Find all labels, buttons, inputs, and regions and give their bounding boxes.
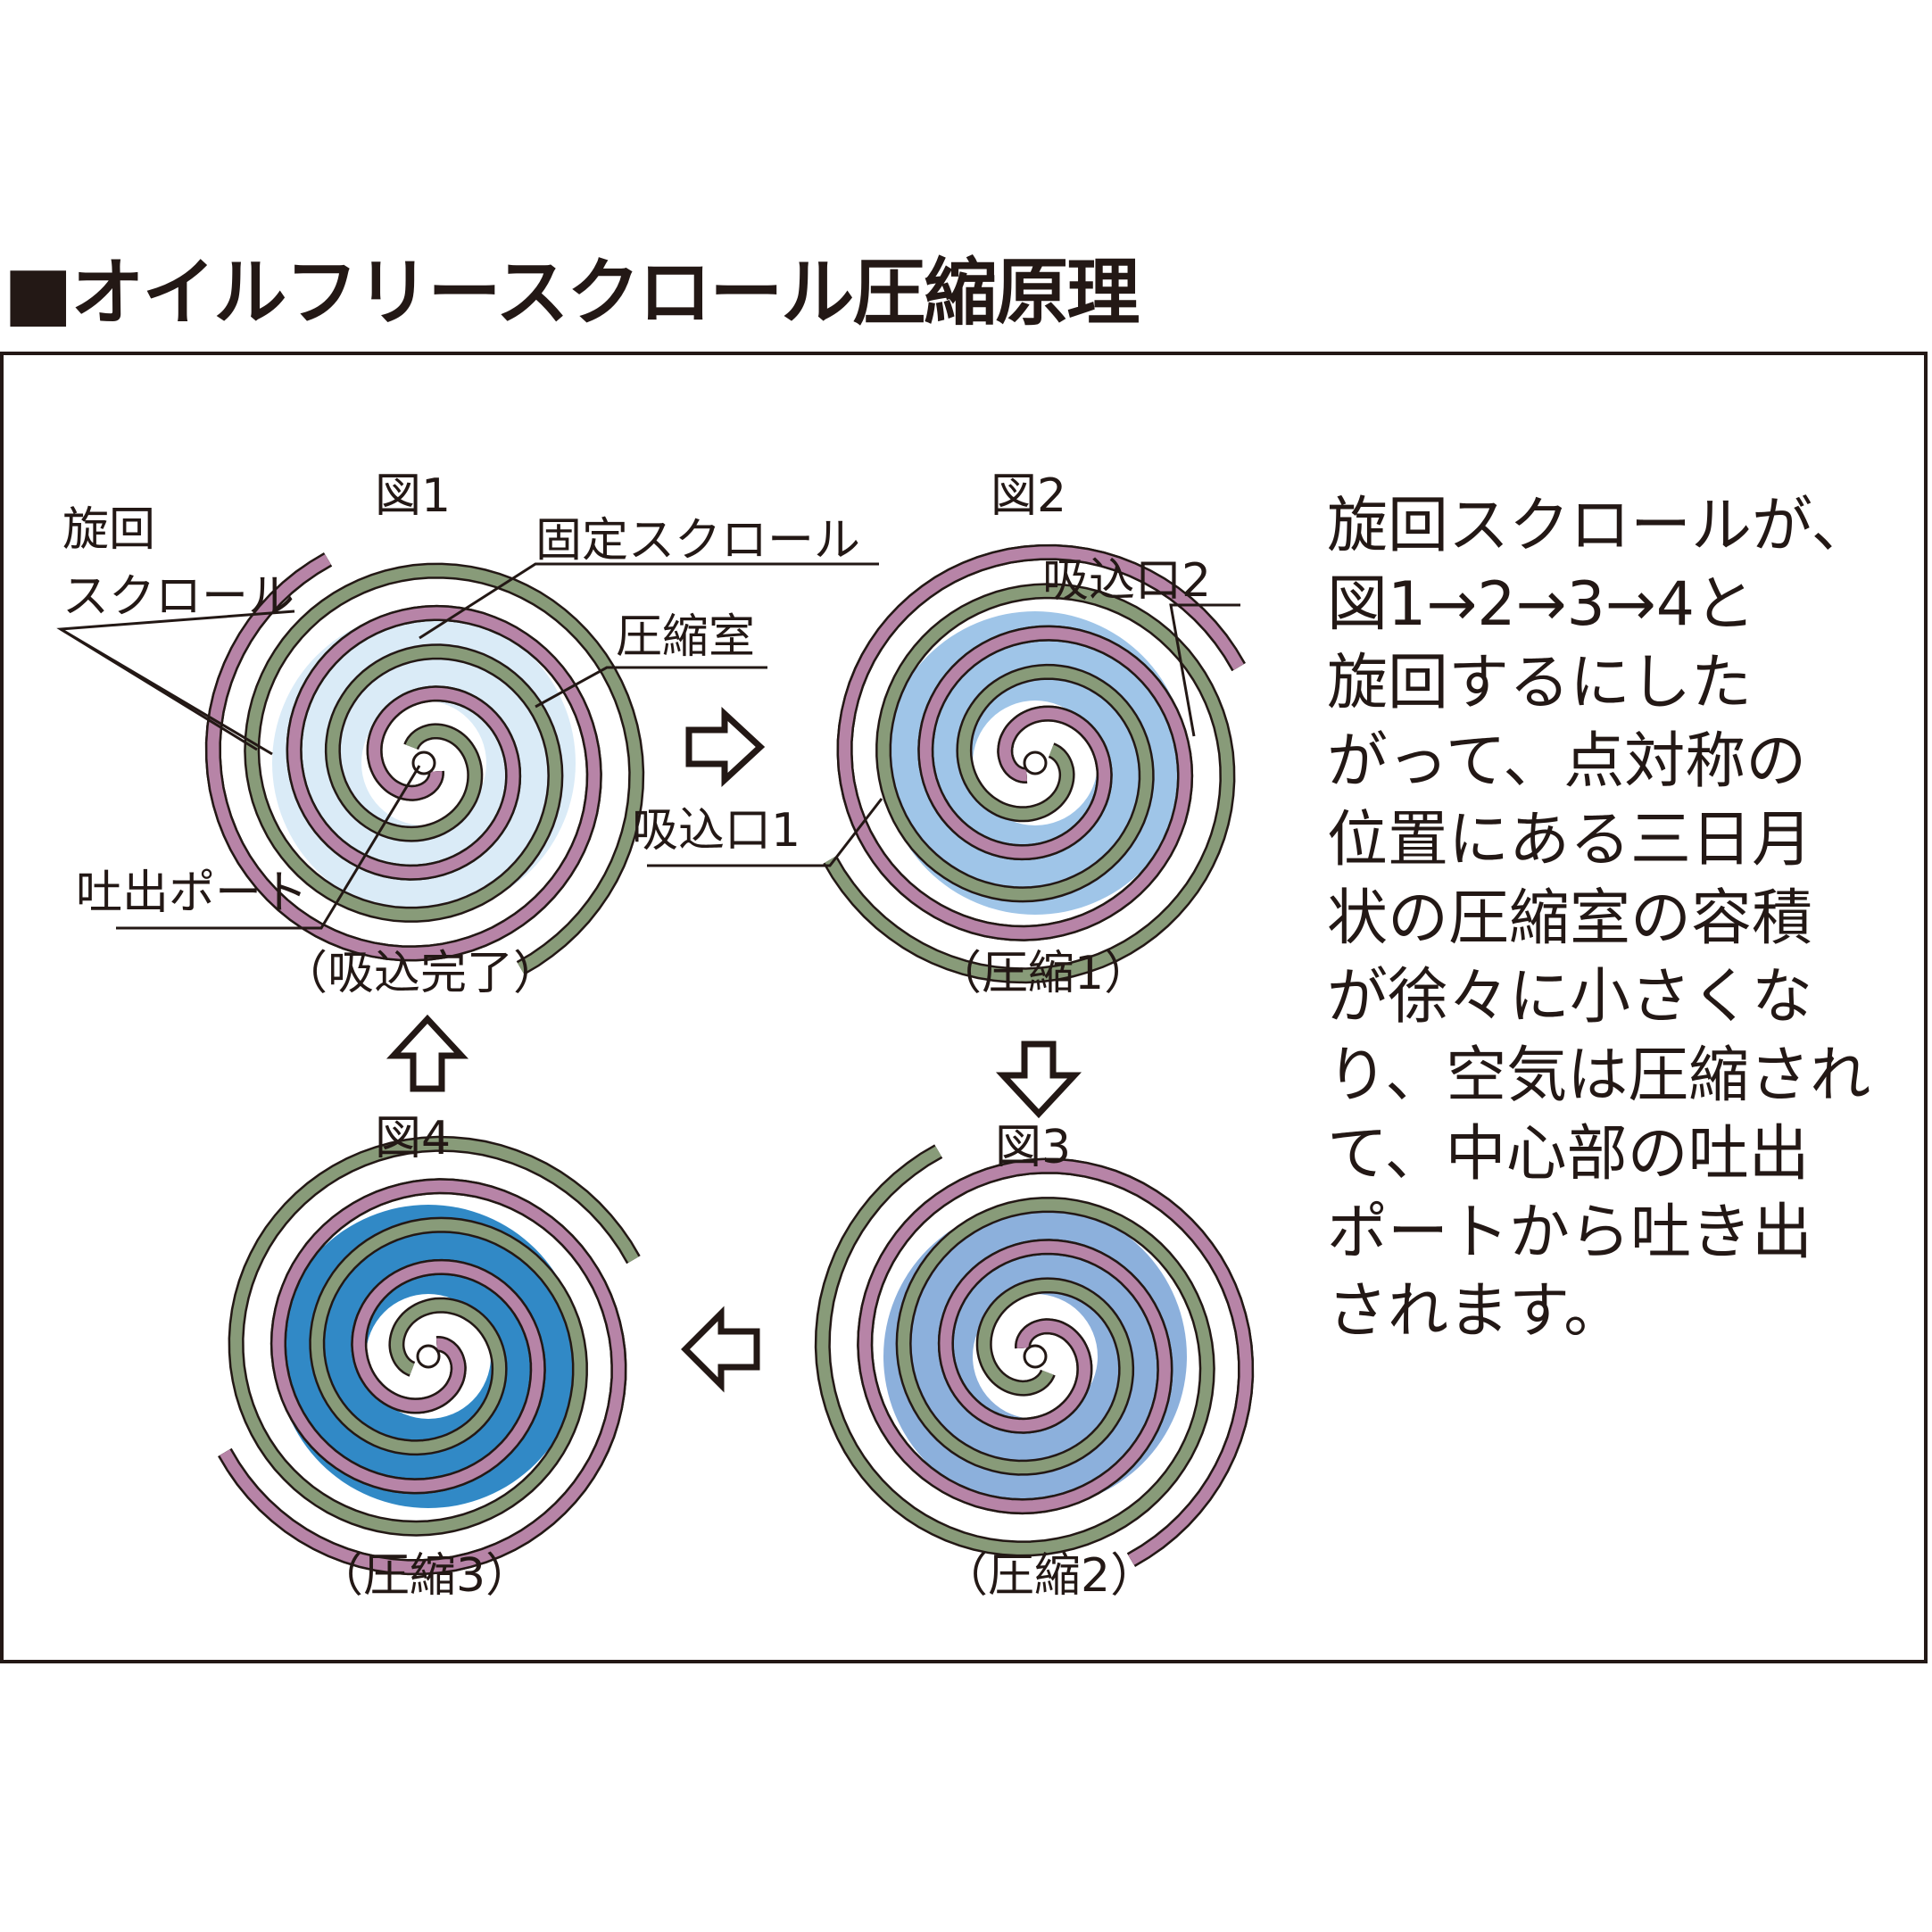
callout-orbiting-scroll-line2: スクロール [62,570,295,624]
callout-discharge-port: 吐出ポート [76,866,309,920]
figure-2-fixed-scroll [825,585,1233,982]
figure-3-state: （圧縮2） [941,1549,1157,1603]
callout-orbiting-scroll-line1: 旋回 [62,503,156,557]
figure-3-orbiting-scroll [858,1160,1252,1565]
figure-3-label: 図3 [995,1121,1072,1174]
description-text: 旋回スクロールが、 図1→2→3→4と 旋回するにした がって、点対称の 位置に… [1327,491,1872,1347]
figure-4-fixed-scroll [230,1138,639,1535]
leader-discharge-port [116,765,421,930]
leader-compression-chamber [535,666,767,709]
figure-4-discharge-port-icon [416,1344,441,1369]
diagram-frame [0,352,1928,1663]
figure-2-state: （圧縮1） [935,947,1151,1000]
figure-2-orbiting-scroll [839,546,1244,940]
figure-3-discharge-port-icon [1023,1344,1048,1369]
down-arrow-icon [995,1041,1082,1119]
figure-4-scroll [218,1135,641,1576]
figure-4-orbiting-scroll [220,1180,625,1573]
callout-fixed-scroll: 固定スクロール [535,514,861,568]
page-title: ■オイルフリースクロール圧縮原理 [4,251,1140,336]
figure-2-scroll [823,543,1246,984]
callout-intake-1: 吸込口1 [632,804,801,858]
leader-orbiting-scroll-2 [60,627,273,756]
figure-1-label: 図1 [375,469,452,523]
figure-1-scroll [204,552,645,975]
leader-fixed-scroll [419,562,879,640]
figure-3-scroll [814,1144,1255,1567]
figure-2-label: 図2 [991,469,1067,523]
figure-4-state: （圧縮3） [317,1549,533,1603]
leader-intake-1 [647,798,883,867]
figure-3-fixed-scroll [817,1146,1214,1555]
figure-4-label: 図4 [375,1112,452,1165]
figure-1-state: （吸込完了） [281,947,560,1000]
figure-2-discharge-port-icon [1023,750,1048,775]
left-arrow-icon [681,1306,760,1393]
right-arrow-icon [685,706,766,788]
up-arrow-icon [386,1014,469,1092]
callout-intake-2: 吸込口2 [1042,554,1212,608]
callout-compression-chamber: 圧縮室 [616,610,756,664]
figure-1-orbiting-scroll [207,554,601,959]
figure-1-fixed-scroll [245,565,643,974]
leader-intake-2 [1169,603,1240,737]
